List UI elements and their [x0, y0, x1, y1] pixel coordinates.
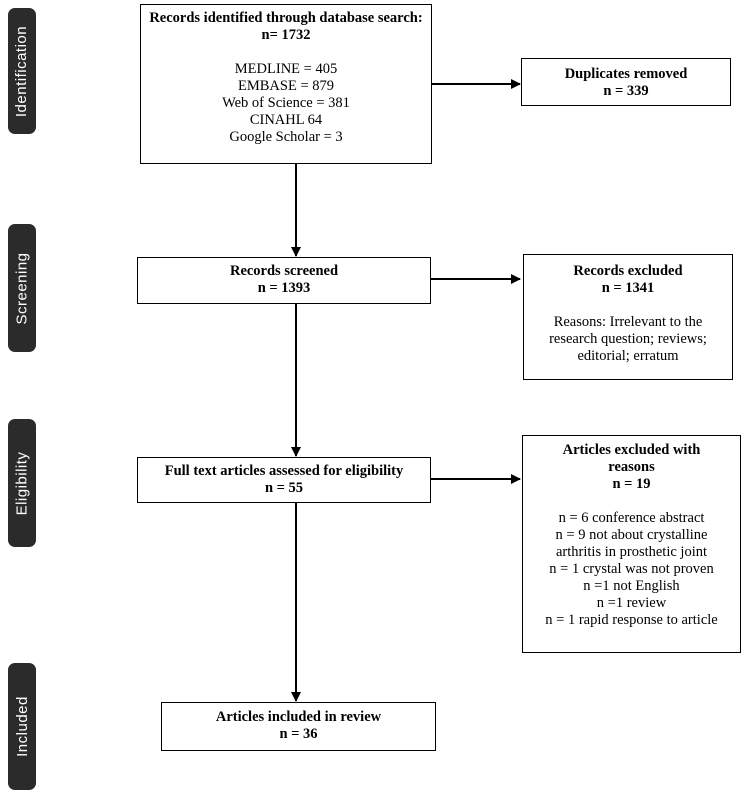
records-excluded-box: Records excluded n = 1341 Reasons: Irrel… — [523, 254, 733, 380]
stage-included: Included — [8, 663, 36, 790]
included-title: Articles included in review — [215, 709, 382, 725]
articles-excluded-reason: n =1 not English — [583, 578, 680, 594]
articles-excluded-reason: n = 9 not about crystalline — [555, 527, 708, 543]
articles-excluded-reason: arthritis in prosthetic joint — [555, 544, 708, 560]
records-identified-title: Records identified through database sear… — [149, 10, 423, 26]
records-identified-box: Records identified through database sear… — [140, 4, 432, 164]
records-excluded-reason: editorial; erratum — [577, 348, 679, 364]
full-text-box: Full text articles assessed for eligibil… — [137, 457, 431, 503]
records-screened-box: Records screened n = 1393 — [137, 257, 431, 304]
stage-identification: Identification — [8, 8, 36, 134]
included-count: n = 36 — [279, 726, 318, 742]
source-embase: EMBASE = 879 — [238, 78, 334, 94]
records-excluded-title: Records excluded — [573, 263, 683, 279]
articles-excluded-reason: n = 1 rapid response to article — [545, 612, 718, 628]
articles-excluded-count: n = 19 — [612, 476, 651, 492]
articles-excluded-reason: n = 6 conference abstract — [558, 510, 705, 526]
duplicates-removed-box: Duplicates removed n = 339 — [521, 58, 731, 106]
source-medline: MEDLINE = 405 — [234, 61, 338, 77]
source-cinahl: CINAHL 64 — [249, 112, 323, 128]
full-text-count: n = 55 — [264, 480, 304, 496]
articles-excluded-reason: n =1 review — [596, 595, 667, 611]
records-excluded-reason: research question; reviews; — [549, 331, 707, 347]
included-box: Articles included in review n = 36 — [161, 702, 436, 751]
full-text-title: Full text articles assessed for eligibil… — [164, 463, 404, 479]
stage-screening: Screening — [8, 224, 36, 352]
articles-excluded-box: Articles excluded with reasons n = 19 n … — [522, 435, 741, 653]
records-excluded-reason: Reasons: Irrelevant to the — [553, 314, 703, 330]
articles-excluded-title: reasons — [608, 459, 655, 475]
records-excluded-count: n = 1341 — [601, 280, 655, 296]
articles-excluded-reason: n = 1 crystal was not proven — [549, 561, 714, 577]
records-screened-count: n = 1393 — [257, 280, 311, 296]
source-google-scholar: Google Scholar = 3 — [229, 129, 343, 145]
records-screened-title: Records screened — [229, 263, 339, 279]
duplicates-removed-count: n = 339 — [603, 83, 649, 99]
records-identified-count: n= 1732 — [261, 27, 311, 43]
source-web-of-science: Web of Science = 381 — [222, 95, 350, 111]
duplicates-removed-title: Duplicates removed — [564, 66, 688, 82]
articles-excluded-title: Articles excluded with — [562, 442, 701, 458]
stage-eligibility: Eligibility — [8, 419, 36, 547]
